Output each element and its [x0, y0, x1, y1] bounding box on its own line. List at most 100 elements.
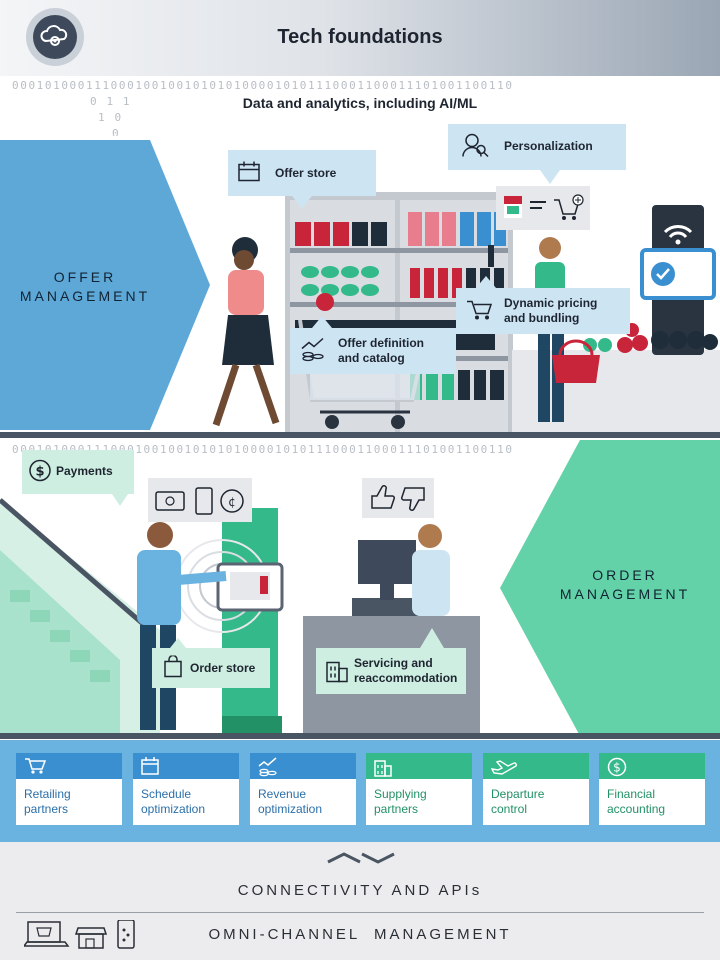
payments-pointer	[112, 494, 128, 506]
order-store-label: Order store	[190, 661, 256, 675]
binary-stream: 0	[112, 127, 121, 140]
product-strip-card	[496, 186, 590, 230]
tile-line2: optimization	[258, 802, 323, 816]
feedback-card	[362, 478, 434, 518]
offer-definition-line2: and catalog	[338, 351, 405, 365]
tile-line2: partners	[374, 802, 419, 816]
order-management-label: ORDER MANAGEMENT	[540, 566, 710, 604]
building-icon	[374, 757, 392, 782]
order-illustration	[0, 498, 480, 736]
header-band	[0, 0, 720, 76]
chevron-up-down-icon	[327, 852, 395, 864]
coins-chart-icon	[300, 337, 326, 366]
tile-line1: Supplying	[374, 787, 427, 801]
servicing-card: Servicing and reaccommodation	[316, 648, 466, 694]
tile-line2: optimization	[141, 802, 206, 816]
tile-line1: Departure	[491, 787, 545, 801]
offer-store-card: Offer store	[228, 150, 376, 196]
payment-methods-icon: ¢	[155, 487, 244, 515]
offer-definition-line1: Offer definition	[338, 336, 424, 350]
binary-stream: 1 0	[98, 111, 123, 124]
order-label-line1: ORDER	[592, 567, 658, 583]
header-logo	[26, 8, 84, 66]
offer-definition-pointer	[312, 316, 332, 328]
data-analytics-title: Data and analytics, including AI/ML	[242, 95, 478, 111]
tile-line2: partners	[24, 802, 69, 816]
dynamic-pricing-line2: and bundling	[504, 311, 580, 325]
offer-label-line1: OFFER	[53, 269, 117, 285]
servicing-label: Servicing and reaccommodation	[354, 656, 457, 686]
payments-card: $ Payments	[22, 450, 134, 494]
servicing-pointer	[420, 628, 444, 648]
tile-line1: Schedule	[141, 787, 192, 801]
dynamic-pricing-label: Dynamic pricing and bundling	[504, 296, 597, 326]
cart-plus-icon	[504, 194, 584, 220]
cart-icon	[466, 299, 493, 324]
personalization-label: Personalization	[504, 139, 593, 153]
store-illustration	[212, 192, 720, 435]
dynamic-pricing-pointer	[476, 276, 496, 288]
payment-methods-card: ¢	[148, 478, 252, 522]
offer-definition-card: Offer definition and catalog	[290, 328, 456, 374]
dynamic-pricing-line1: Dynamic pricing	[504, 296, 598, 310]
shopping-bag-icon	[164, 654, 182, 681]
dynamic-pricing-card: Dynamic pricing and bundling	[456, 288, 630, 334]
coins-chart-icon	[258, 757, 278, 782]
payments-label: Payments	[56, 464, 113, 478]
page-title: Tech foundations	[277, 26, 443, 48]
storefront-icon	[74, 927, 108, 949]
servicing-line1: Servicing and	[354, 656, 433, 670]
airplane-icon	[490, 757, 517, 780]
building-icon	[326, 657, 348, 686]
tile-line1: Financial	[607, 787, 656, 801]
divider	[16, 912, 704, 913]
personalization-pointer	[540, 170, 560, 184]
tile-line1: Retailing	[24, 787, 71, 801]
channel-icons	[24, 920, 135, 949]
dollar-icon: $	[28, 459, 52, 486]
order-store-card: Order store	[152, 648, 270, 688]
cloud-gear-icon	[33, 15, 77, 59]
svg-text:¢: ¢	[228, 495, 236, 509]
servicing-line2: reaccommodation	[354, 671, 458, 685]
omni-channel-title: OMNI-CHANNEL MANAGEMENT	[208, 926, 512, 943]
mobile-icon	[117, 920, 135, 949]
binary-stream: 0001010001110001001001010101000010101110…	[12, 79, 514, 92]
svg-text:$: $	[613, 761, 621, 775]
dollar-icon: $	[607, 757, 627, 782]
tile-line2: accounting	[607, 802, 666, 816]
tile-line1: Revenue	[258, 787, 307, 801]
connectivity-title: CONNECTIVITY AND APIs	[237, 882, 483, 899]
offer-store-label: Offer store	[275, 166, 337, 180]
cart-icon	[24, 757, 47, 780]
thumbs-up-down-icon	[371, 485, 425, 511]
offer-floor	[0, 432, 720, 438]
order-label-line2: MANAGEMENT	[559, 586, 691, 602]
order-store-pointer	[170, 638, 186, 648]
offer-management-label: OFFER MANAGEMENT	[0, 268, 170, 306]
personalization-card: Personalization	[448, 124, 626, 170]
offer-store-pointer	[292, 196, 312, 208]
calendar-icon	[238, 161, 260, 185]
calendar-icon	[141, 757, 159, 780]
svg-text:$: $	[35, 465, 44, 480]
binary-stream: 0001010001110001001001010101000010101110…	[12, 443, 514, 456]
offer-label-line2: MANAGEMENT	[19, 288, 151, 304]
order-floor	[0, 733, 720, 739]
tile-line2: control	[491, 802, 528, 816]
offer-definition-label: Offer definition and catalog	[338, 336, 424, 366]
binary-stream: 0 1 1	[90, 95, 132, 108]
user-search-icon	[462, 133, 490, 162]
